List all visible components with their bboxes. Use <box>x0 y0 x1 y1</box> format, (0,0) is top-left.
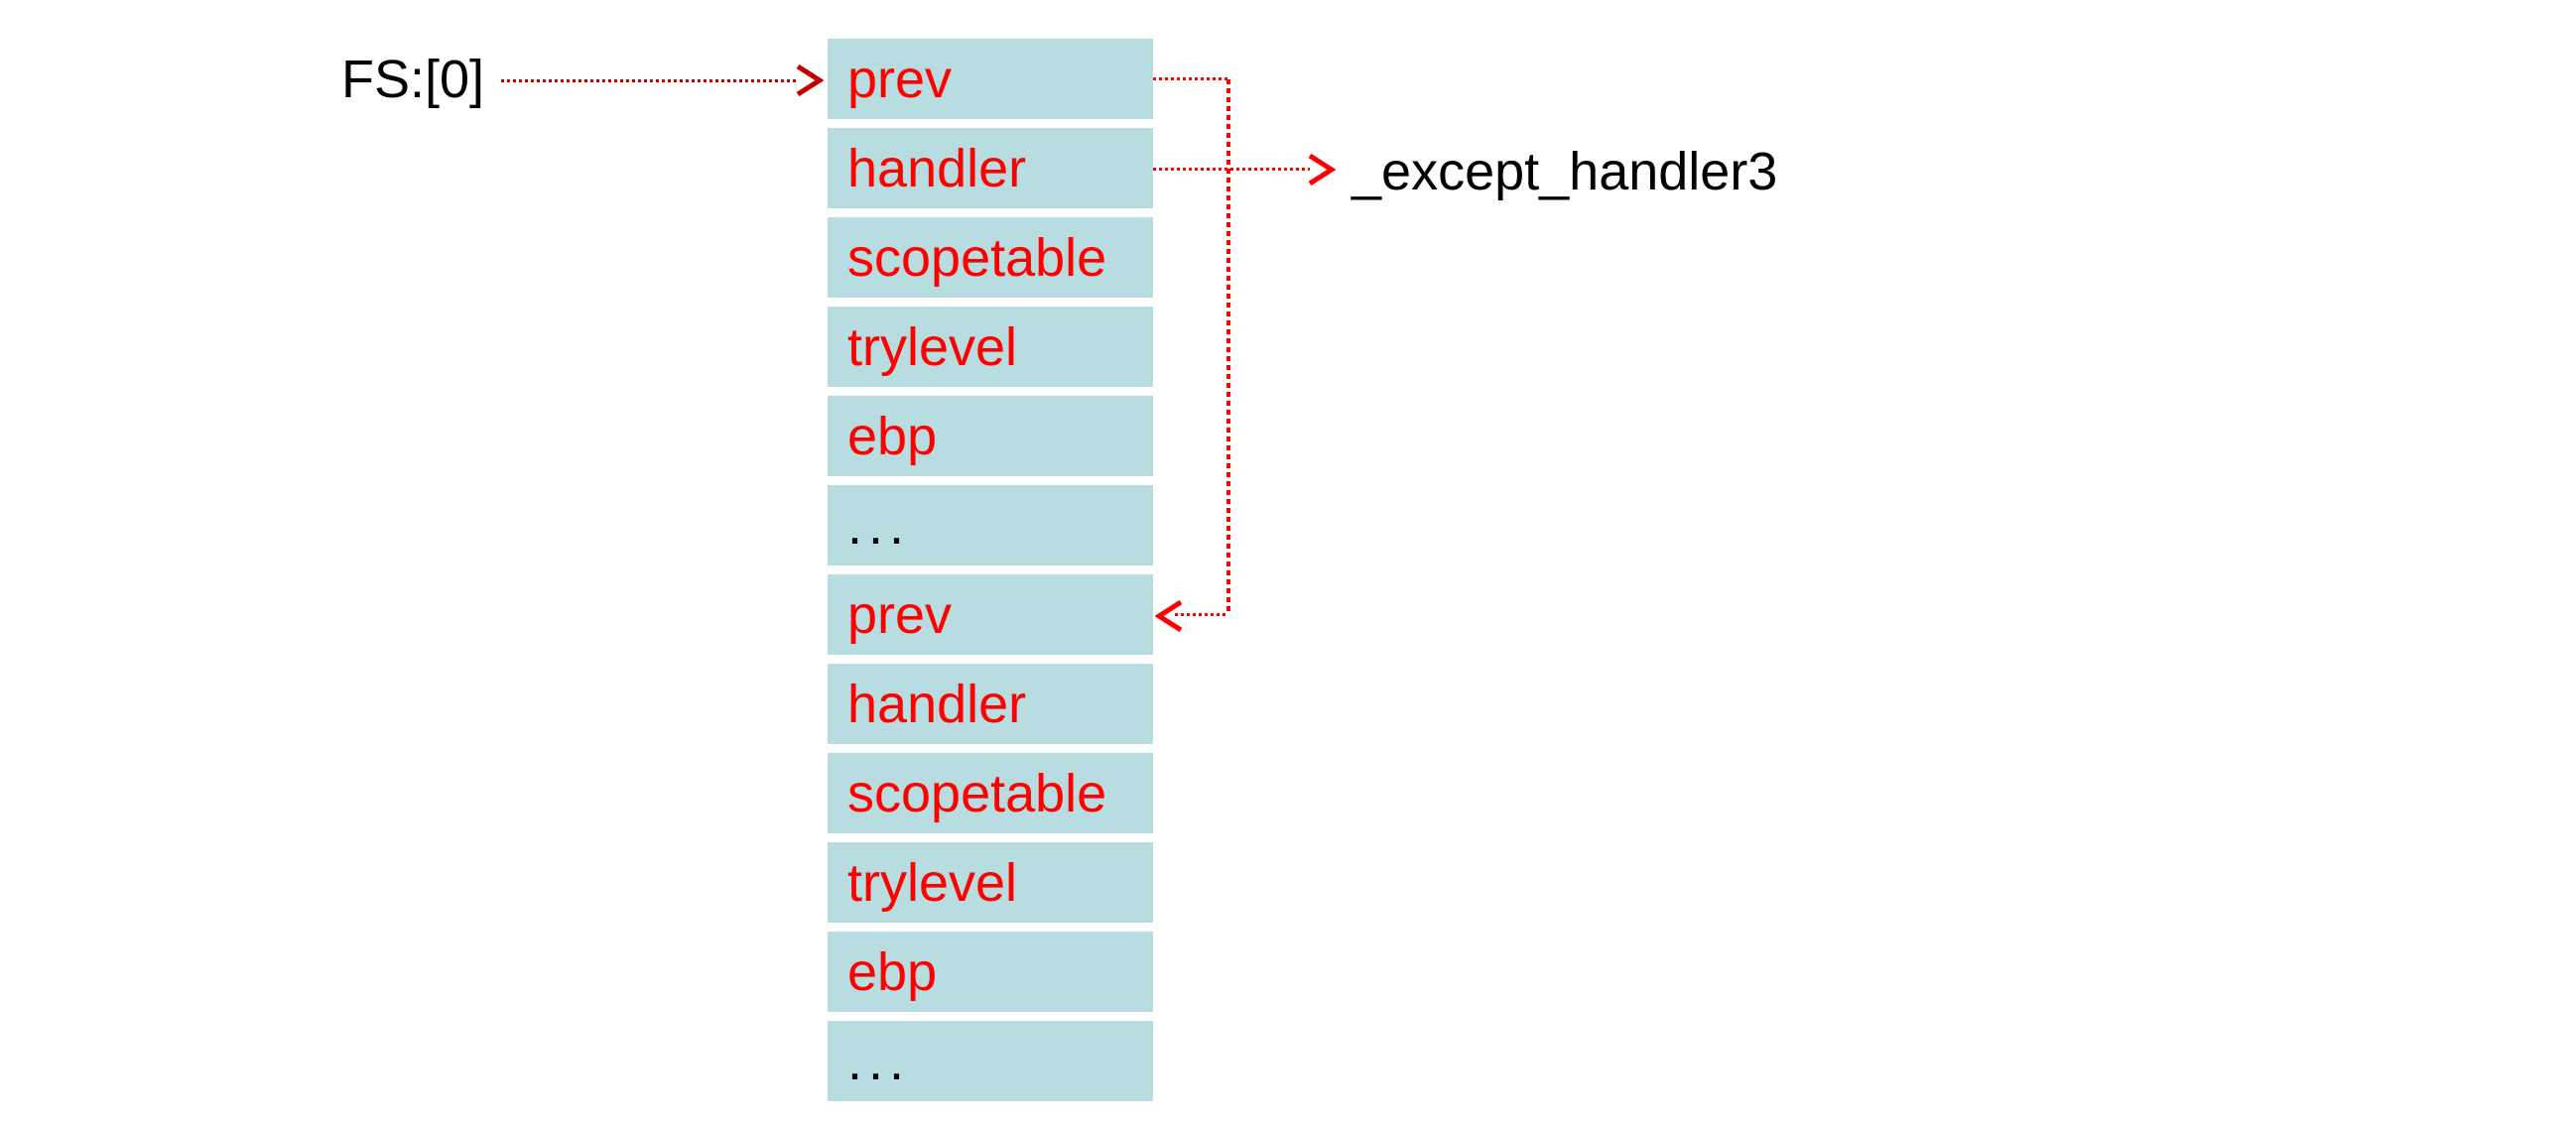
memory-cell: scopetable <box>828 217 1153 298</box>
prev-link-line-top <box>1153 77 1230 80</box>
memory-cell-label: ... <box>847 495 911 556</box>
memory-cell-label: scopetable <box>847 763 1107 823</box>
memory-cell: ... <box>828 1021 1153 1101</box>
memory-cell-label: ... <box>847 1031 911 1091</box>
memory-cell: prev <box>828 39 1153 119</box>
memory-cell: ... <box>828 485 1153 565</box>
prev-link-line-vertical <box>1226 79 1230 615</box>
memory-cell-label: ebp <box>847 406 938 466</box>
memory-cell: prev <box>828 574 1153 655</box>
handler-arrowhead-right-icon <box>1308 153 1336 187</box>
memory-cell-label: prev <box>847 49 953 109</box>
memory-cell: handler <box>828 664 1153 744</box>
handler-pointer-dotted-line <box>1153 168 1310 171</box>
fs0-label: FS:[0] <box>341 50 485 109</box>
memory-cell-label: ebp <box>847 941 938 1002</box>
memory-cell-label: trylevel <box>847 316 1018 377</box>
memory-cell: handler <box>828 128 1153 208</box>
fs-pointer-dotted-line <box>501 79 796 82</box>
fs-arrowhead-right-icon <box>796 63 824 97</box>
memory-cell-label: prev <box>847 584 953 645</box>
memory-cell-label: trylevel <box>847 852 1018 913</box>
memory-cell-label: scopetable <box>847 227 1107 288</box>
memory-cell-label: handler <box>847 138 1027 198</box>
memory-cell: scopetable <box>828 753 1153 833</box>
prev-link-line-return <box>1175 613 1228 616</box>
memory-cell: ebp <box>828 396 1153 476</box>
except-handler3-label: _except_handler3 <box>1352 142 1778 201</box>
memory-cell: trylevel <box>828 307 1153 387</box>
memory-cell: trylevel <box>828 842 1153 923</box>
seh-record-stack: prev handler scopetable trylevel ebp... prev h… <box>828 39 1153 1101</box>
prev-link-arrowhead-left-icon <box>1155 599 1183 633</box>
memory-cell-label: handler <box>847 674 1027 734</box>
memory-cell: ebp <box>828 932 1153 1012</box>
